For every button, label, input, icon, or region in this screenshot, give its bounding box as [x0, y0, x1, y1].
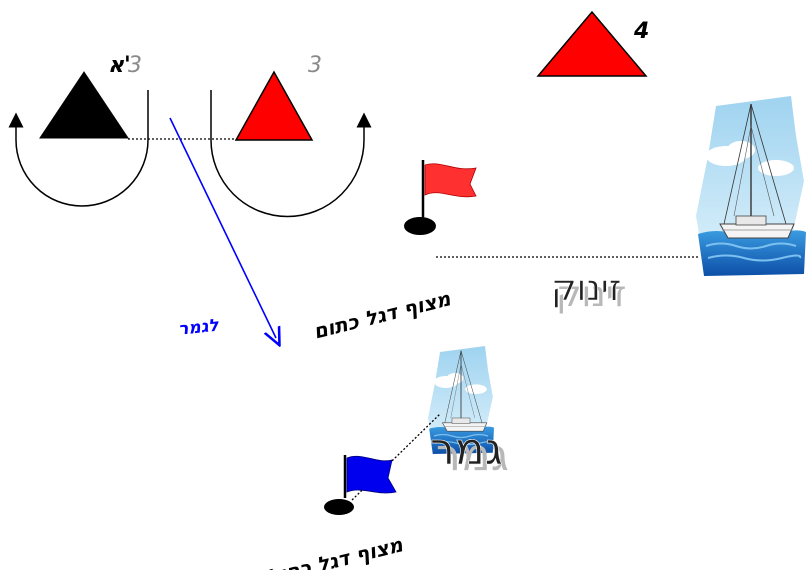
mark-3a-rounding-arrow-icon	[8, 90, 149, 207]
mark-3-group: 3	[210, 53, 372, 218]
blue-flag-buoy	[324, 455, 397, 515]
finish-word-shadow: גמר	[436, 430, 509, 481]
orange-flag-buoy	[404, 160, 477, 235]
to-finish-arrow	[169, 117, 276, 338]
mark-3a-number: 3	[128, 53, 142, 78]
finish-word: גמר	[430, 424, 503, 475]
orange-flag-observer-label: מצוף דגל כתום	[311, 286, 454, 343]
mark-3-rounding-arrow-icon	[210, 90, 372, 218]
mark-3a-triangle	[39, 71, 129, 139]
mark-4-triangle	[536, 10, 648, 77]
start-word-shadow: זינוק	[556, 274, 626, 315]
start-word: זינוק	[551, 268, 621, 309]
mark-3-number: 3	[308, 53, 322, 78]
start-sailboat-icon	[695, 95, 807, 277]
blue-buoy-icon	[324, 499, 354, 515]
mark-4-number: 4	[633, 19, 649, 44]
mark-4-group: 4	[536, 10, 649, 77]
mark-3a-letter: א'	[108, 53, 131, 78]
blue-flag-icon	[346, 455, 397, 494]
blue-flag-observer-label: מצוף דגל כחול	[265, 532, 406, 570]
orange-buoy-icon	[404, 217, 436, 235]
orange-flag-icon	[424, 163, 477, 198]
to-finish-label: לגמר	[177, 316, 220, 340]
mark-3a-group: 3 א'	[8, 53, 149, 207]
mark-3-triangle	[234, 70, 314, 141]
